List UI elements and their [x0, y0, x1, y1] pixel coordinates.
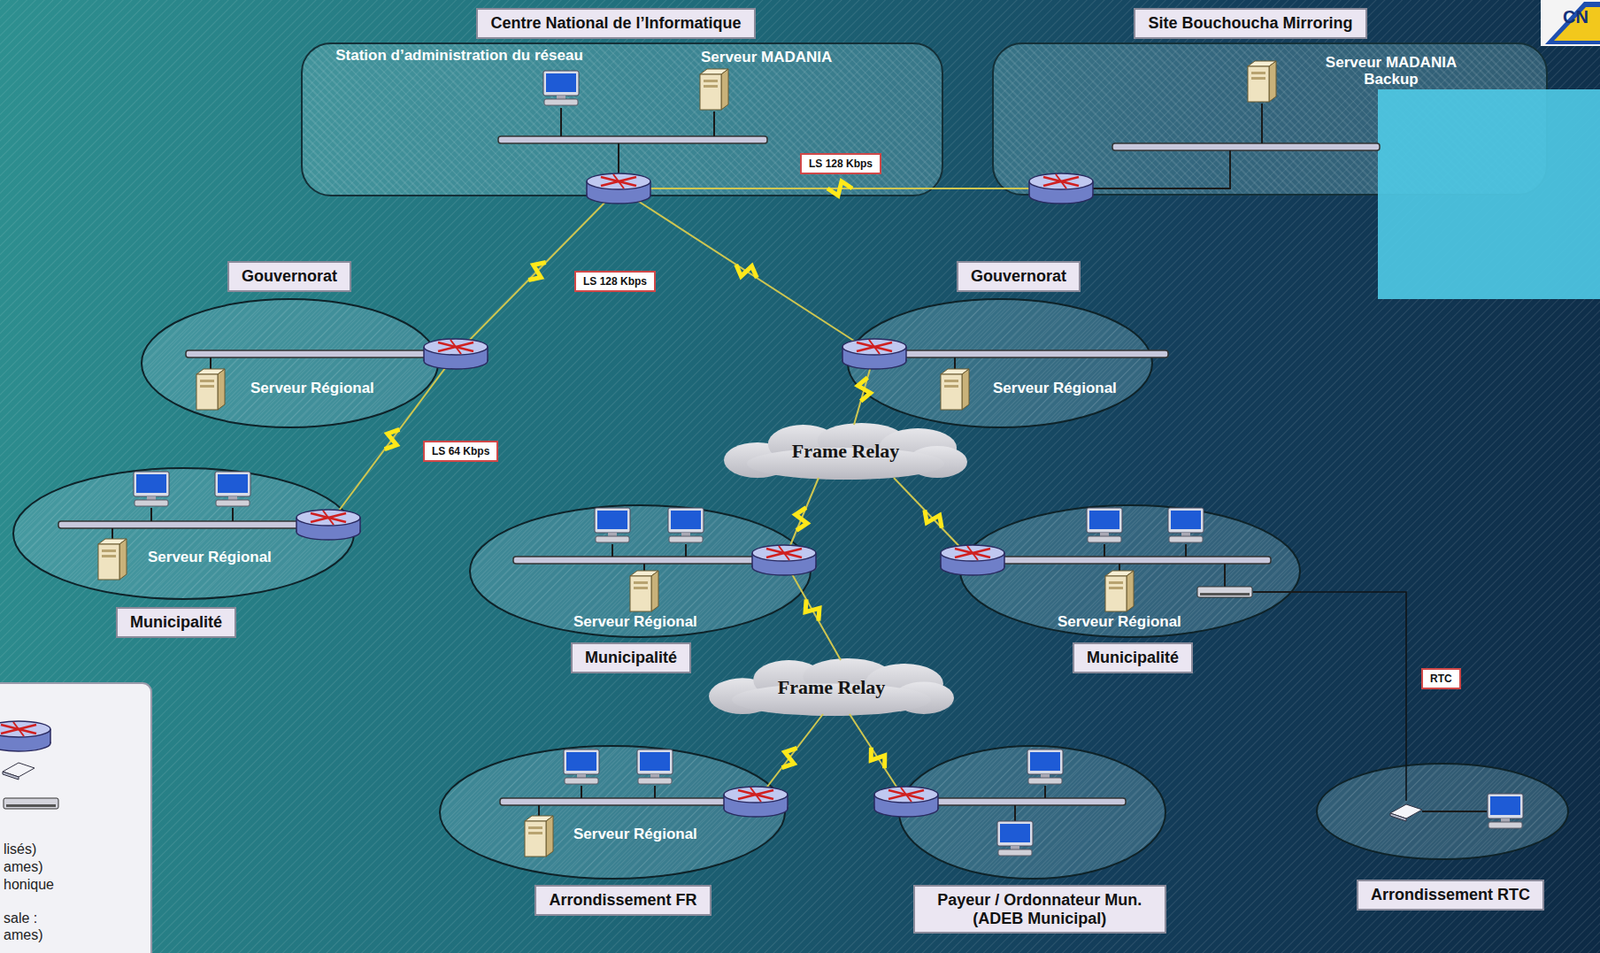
- legend-text: ames): [3, 859, 43, 876]
- node-title: Gouvernorat: [227, 261, 352, 293]
- node-label: Serveur MADANIA Backup: [1302, 54, 1480, 88]
- link-label: LS 128 Kbps: [800, 153, 882, 175]
- node-label: Serveur MADANIA: [700, 49, 832, 67]
- node-title: Arrondissement FR: [534, 884, 711, 916]
- network-link: [1300, 592, 1407, 801]
- node-title: Centre National de l’Informatique: [476, 7, 755, 39]
- link-label: RTC: [1421, 668, 1462, 690]
- server-label: Serveur Régional: [992, 380, 1117, 398]
- node-title: Gouvernorat: [956, 261, 1081, 293]
- admin-station: Station d’administration du réseau: [330, 47, 588, 65]
- node-label: Station d’administration du réseau: [330, 47, 588, 65]
- server-label: Serveur MADANIA: [700, 49, 832, 67]
- site-ellipse: GouvernoratServeur Régional: [140, 298, 439, 429]
- node-title: Arrondissement RTC: [1356, 879, 1545, 911]
- node-title: Municipalité: [1072, 642, 1193, 674]
- server-label: Serveur Régional: [1057, 614, 1182, 631]
- server-label: Serveur Régional: [573, 826, 698, 844]
- cloud-label: Frame Relay: [707, 658, 956, 716]
- network-link: [328, 353, 456, 525]
- link-label: LS 64 Kbps: [423, 440, 499, 462]
- server-label: Serveur Régional: [573, 614, 698, 631]
- node-label: Serveur Régional: [147, 549, 272, 567]
- server-label: Serveur Régional: [147, 549, 272, 567]
- node-title: Municipalité: [570, 642, 692, 674]
- node-label: Serveur Régional: [573, 614, 698, 631]
- node-title: Site Bouchoucha Mirroring: [1133, 7, 1367, 39]
- logo-text: CN: [1562, 7, 1589, 28]
- server-label: Serveur MADANIA Backup: [1302, 54, 1480, 88]
- link-label: LS 128 Kbps: [574, 270, 656, 293]
- node-label: Serveur Régional: [1057, 614, 1182, 631]
- legend-text: honique: [3, 876, 54, 893]
- node-title: Payeur / Ordonnateur Mun. (ADEB Municipa…: [913, 884, 1168, 934]
- cloud-label: Frame Relay: [722, 423, 970, 480]
- frame-relay-cloud: Frame Relay: [707, 658, 956, 716]
- node-label: Serveur Régional: [992, 380, 1117, 398]
- ellipse-outline: [140, 298, 439, 429]
- frame-relay-cloud: Frame Relay: [722, 423, 970, 480]
- node-label: Serveur Régional: [250, 380, 375, 398]
- legend-text: lisés): [3, 841, 37, 858]
- legend-text: ames): [3, 927, 43, 944]
- server-label: Serveur Régional: [250, 380, 375, 398]
- node-label: Serveur Régional: [573, 826, 698, 844]
- legend-text: sale :: [3, 910, 38, 927]
- network-link: [618, 181, 1062, 196]
- network-link: [618, 188, 875, 354]
- node-title: Municipalité: [115, 607, 237, 639]
